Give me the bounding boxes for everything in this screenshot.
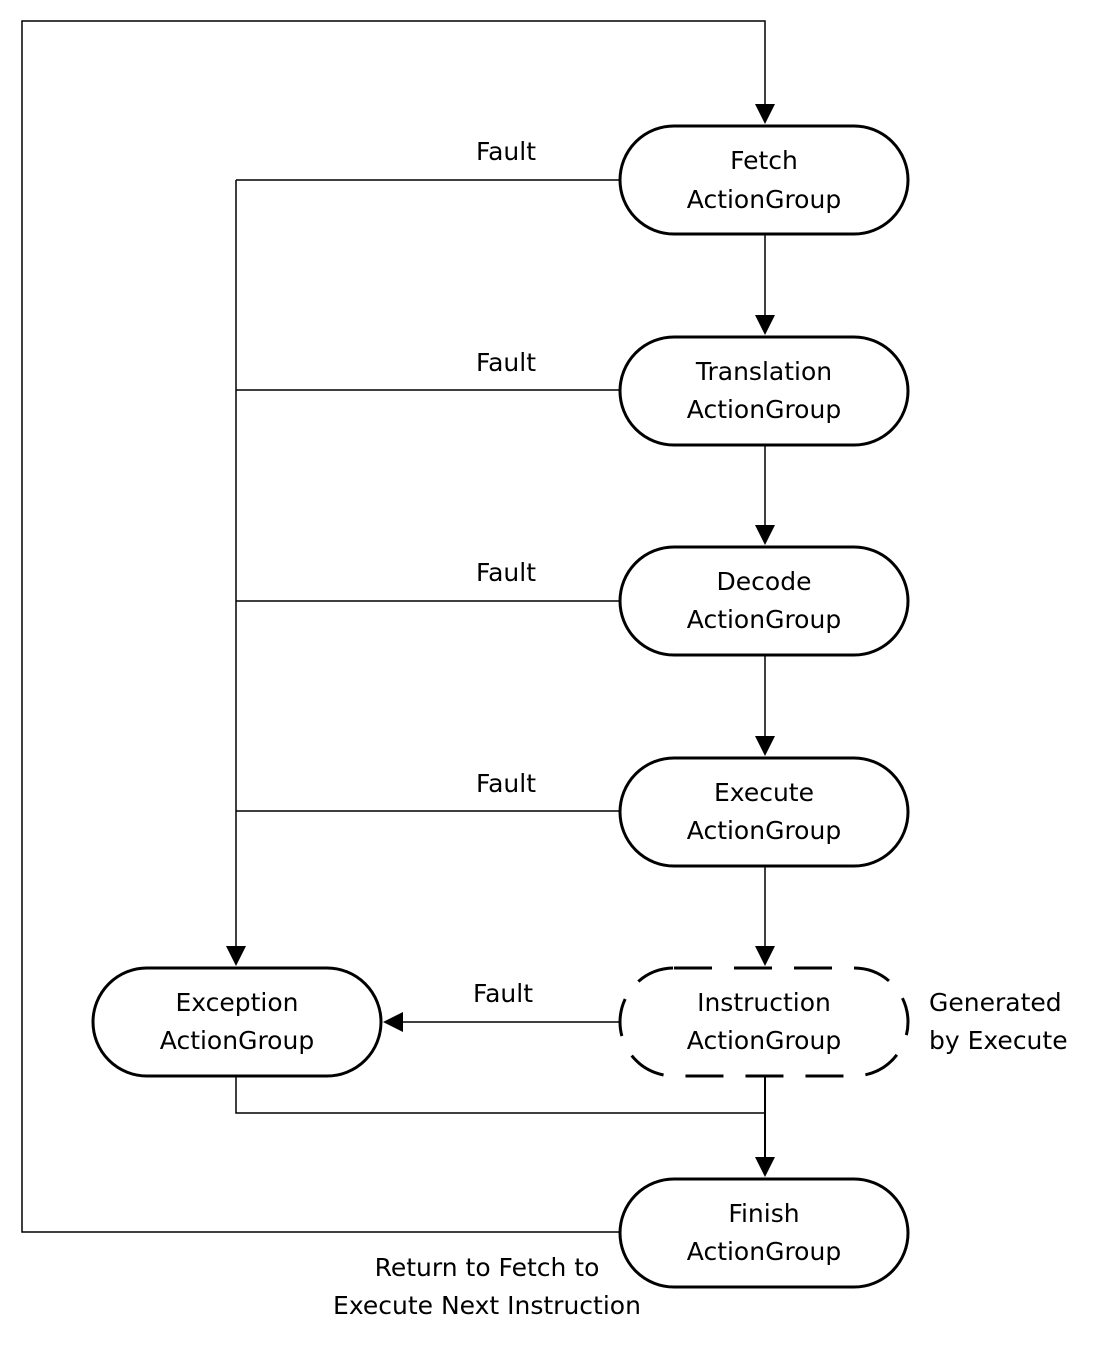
node-translation-shape <box>618 335 910 447</box>
return-annotation-line1: Return to Fetch to <box>375 1253 600 1282</box>
node-fetch-shape <box>618 124 910 236</box>
node-fetch-line2: ActionGroup <box>687 185 841 214</box>
arrowhead-into-fetch <box>755 104 775 124</box>
node-finish-line2: ActionGroup <box>687 1237 841 1266</box>
arrowhead-into-translation <box>755 315 775 335</box>
arrowhead-into-exception <box>226 946 246 966</box>
node-execute-shape <box>618 756 910 868</box>
node-fetch-line1: Fetch <box>730 146 798 175</box>
node-decode-shape <box>618 545 910 657</box>
arrowhead-into-decode <box>755 525 775 545</box>
arrowhead-into-exception-side <box>383 1012 403 1032</box>
node-execute-line2: ActionGroup <box>687 816 841 845</box>
node-instruction-shape <box>618 966 910 1078</box>
node-decode: Decode ActionGroup <box>618 545 910 657</box>
node-instruction-line1: Instruction <box>697 988 831 1017</box>
node-exception-shape <box>91 966 383 1078</box>
return-annotation-line2: Execute Next Instruction <box>333 1291 641 1320</box>
generated-annotation-line1: Generated <box>929 988 1062 1017</box>
node-finish-line1: Finish <box>728 1199 799 1228</box>
fault-label-decode: Fault <box>476 558 536 587</box>
node-finish-shape <box>618 1177 910 1289</box>
node-execute-line1: Execute <box>714 778 814 807</box>
node-exception-line1: Exception <box>175 988 298 1017</box>
node-finish: Finish ActionGroup <box>618 1177 910 1289</box>
node-instruction-line2: ActionGroup <box>687 1026 841 1055</box>
fault-label-translation: Fault <box>476 348 536 377</box>
node-fetch: Fetch ActionGroup <box>618 124 910 236</box>
node-exception-line2: ActionGroup <box>160 1026 314 1055</box>
arrowhead-into-execute <box>755 736 775 756</box>
arrowhead-into-finish <box>755 1157 775 1177</box>
generated-annotation-line2: by Execute <box>929 1026 1068 1055</box>
node-decode-line1: Decode <box>717 567 812 596</box>
node-decode-line2: ActionGroup <box>687 605 841 634</box>
node-exception: Exception ActionGroup <box>91 966 383 1078</box>
return-loop-edge <box>21 20 766 1233</box>
fault-label-fetch: Fault <box>476 137 536 166</box>
node-instruction: Instruction ActionGroup <box>618 966 910 1078</box>
edge-exception-finish <box>235 1076 765 1114</box>
node-execute: Execute ActionGroup <box>618 756 910 868</box>
fault-label-instruction: Fault <box>473 979 533 1008</box>
node-translation-line1: Translation <box>695 357 832 386</box>
node-translation-line2: ActionGroup <box>687 395 841 424</box>
arrowhead-into-instruction <box>755 946 775 966</box>
fault-label-execute: Fault <box>476 769 536 798</box>
node-translation: Translation ActionGroup <box>618 335 910 447</box>
